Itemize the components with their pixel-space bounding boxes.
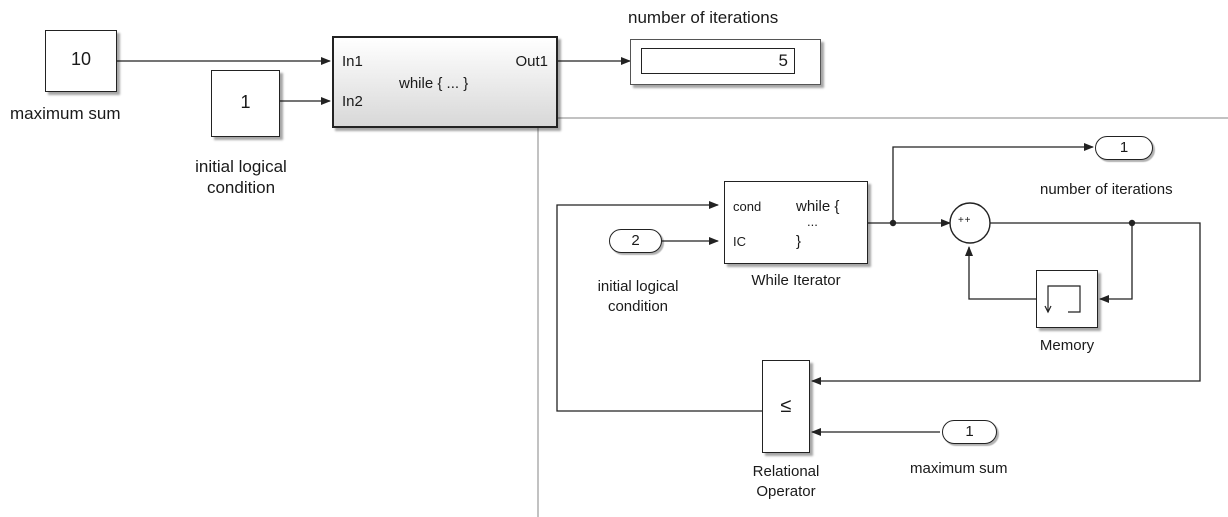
display-value-box: 5 — [641, 48, 795, 74]
constant-init-cond[interactable]: 1 — [211, 70, 280, 137]
memory-block[interactable] — [1036, 270, 1098, 328]
while-iterator-cond-port: cond — [733, 199, 762, 214]
constant-init-cond-value: 1 — [240, 92, 251, 112]
constant-max-sum-value: 10 — [70, 49, 92, 69]
sum-block — [949, 202, 991, 244]
memory-label: Memory — [1039, 337, 1095, 354]
outport-number: 1 — [1119, 139, 1129, 156]
while-iterator-dots: ... — [807, 214, 818, 229]
wire-memory-to-sum — [965, 246, 1036, 300]
inport-ic-number: 2 — [631, 232, 640, 249]
display-block[interactable]: 5 — [630, 39, 821, 85]
constant-max-sum-label: maximum sum — [10, 104, 121, 123]
while-iterator-label: While Iterator — [751, 272, 841, 289]
constant-max-sum[interactable]: 10 — [45, 30, 117, 92]
wire-relop-to-cond — [556, 201, 762, 412]
while-iterator-text-open: while { — [796, 198, 840, 215]
constant-init-cond-label: initial logical condition — [195, 157, 287, 198]
subsystem-body-label: while { ... } — [399, 75, 469, 92]
outport-label: number of iterations — [1040, 181, 1173, 198]
wire-sum-out — [811, 222, 1201, 385]
inport-ic-label: initial logical condition — [597, 278, 679, 315]
wire-to-outport — [892, 143, 1094, 223]
while-iterator-ic-port: IC — [733, 234, 746, 249]
branch-dot-2 — [1128, 219, 1136, 227]
inport-maximum-sum[interactable]: 1 — [942, 420, 997, 444]
inport-initial-logical-condition[interactable]: 2 — [609, 229, 662, 253]
subsystem-in1-label: In1 — [342, 53, 363, 70]
inport-max-label: maximum sum — [910, 460, 1008, 477]
subsystem-out1-label: Out1 — [515, 53, 548, 70]
inport-max-number: 1 — [965, 423, 974, 440]
relational-operator-block[interactable]: ≤ — [762, 360, 810, 453]
memory-symbol — [1047, 285, 1081, 313]
inner-model-panel — [537, 117, 1228, 517]
relop-label: Relational Operator — [752, 463, 820, 500]
while-subsystem[interactable]: In1 In2 Out1 while { ... } — [332, 36, 558, 128]
subsystem-in2-label: In2 — [342, 93, 363, 110]
while-iterator-block[interactable]: cond IC while { ... } — [724, 181, 868, 264]
display-value: 5 — [778, 51, 788, 70]
display-title: number of iterations — [628, 8, 779, 27]
relop-symbol: ≤ — [780, 395, 792, 417]
sum-signs: + + — [958, 215, 971, 226]
wire-to-memory — [1099, 223, 1133, 303]
branch-dot-1 — [889, 219, 897, 227]
while-iterator-text-close: } — [796, 233, 802, 250]
outport-number-of-iterations[interactable]: 1 — [1095, 136, 1153, 160]
